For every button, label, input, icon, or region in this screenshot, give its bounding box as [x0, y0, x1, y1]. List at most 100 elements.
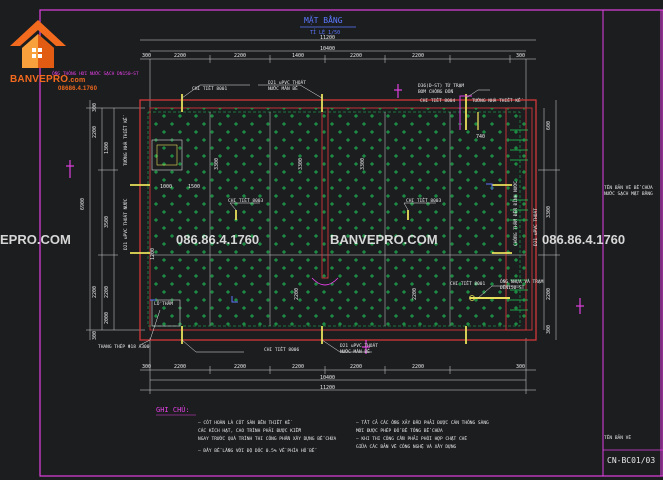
drawing-scale: TỈ LỆ 1/50 — [310, 30, 341, 36]
pipe-lower-right-end — [469, 295, 475, 301]
dim-bot-seg-2: 2200 — [174, 364, 187, 370]
tank-outer-wall — [139, 99, 537, 341]
dim-inner-3: 3300 — [214, 157, 220, 170]
label-pipe-top-mid: D21 uPVC THOÁT NƯỚC MÀN BÊ — [268, 81, 306, 92]
dim-left-inner-3: 2200 — [104, 285, 110, 298]
dim-left-inner-4: 2000 — [104, 311, 110, 324]
notes-heading: GHI CHÚ: — [156, 406, 190, 414]
label-left-pipe: D21 uPVC THOÁT NƯỚC — [124, 198, 129, 250]
note-item-4: – ĐÂY BỂ LẮNG VỚI ĐỘ DỐC 0.5% VỀ PHÍA HỐ… — [198, 449, 315, 454]
section-markers — [66, 84, 584, 354]
notes-left-column: – CỐT HOÀN LÀ CỐT SÀN BÊN THIẾT KẾ CÁC K… — [198, 420, 348, 456]
label-detail-mid-left: CHI TIẾT 8003 — [228, 199, 264, 204]
dim-top-seg-7: 300 — [516, 53, 526, 59]
label-detail-lower-right: CHI TIẾT 8001 — [450, 282, 486, 287]
note-item-7: – KHI THI CÔNG CẦN PHẢI PHỐI HỢP CHẶT CH… — [356, 437, 468, 442]
label-pipe-lower-right: ỐNG NHỰA VÀ TRẠM ĐẾN150–ST — [500, 280, 544, 291]
dim-left-outer-2: 2200 — [92, 125, 98, 138]
label-right-block: TÊN BẢN VẼ BỂ CHỨA NƯỚC SẠCH MẶT BẰNG — [604, 186, 653, 197]
partition-wall — [321, 107, 329, 279]
dim-left-inner-1: 1300 — [104, 141, 110, 154]
dim-top-inner: 10400 — [320, 46, 336, 52]
dim-right-2: 3300 — [546, 205, 552, 218]
left-dimension-lines — [86, 100, 145, 340]
dim-top-seg-4: 1400 — [292, 53, 305, 59]
logo-phone: 08686.4.1760 — [58, 86, 98, 92]
note-item-3: NGAY TRƯỚC QUÁ TRÌNH THI CÔNG PHẦN XÂY D… — [198, 437, 337, 442]
label-pipe-top-right: D36(D–ST) TỪ TRẠM BƠM CHỐNG ĐỐN — [418, 84, 465, 95]
label-detail-top-right: CHI TIẾT 8004 — [420, 99, 456, 104]
dim-left-outer-3: 6900 — [80, 197, 86, 210]
right-wall-extension — [505, 107, 533, 331]
watermark-brand-left: EPRO.COM — [0, 232, 71, 247]
banvepro-logo — [8, 18, 98, 98]
manhole-bottom — [151, 299, 181, 327]
ladder-rungs — [510, 129, 528, 311]
dim-inner-5: 2200 — [294, 287, 300, 300]
label-right-pipe2: D21 uPVC THOÁT — [534, 208, 539, 246]
label-pipe-top-left: ỐNG THÔNG HƠI NƯỚC SẠCH DN150–ST — [52, 72, 139, 77]
pipe-stubs — [130, 94, 512, 344]
dim-top-seg-2: 2200 — [174, 53, 187, 59]
inlet-pipe — [459, 95, 472, 130]
dim-top-seg-3: 2200 — [234, 53, 247, 59]
dim-left-outer-5: 300 — [92, 330, 98, 340]
dim-top-seg-6: 2200 — [412, 53, 425, 59]
interior-grid — [150, 112, 526, 326]
note-item-5: – TẤT CẢ CÁC ỐNG XẢY ĐẦU PHẢI ĐƯỢC CÁN T… — [356, 421, 489, 426]
label-detail-bottom-left: CHI TIẾT 8006 — [264, 348, 300, 353]
note-item-8: GIỮA CÁC BẢN VẼ CÔNG NGHỆ VÀ XÂY DỰNG — [356, 445, 457, 450]
dim-bot-inner: 10400 — [320, 375, 336, 381]
note-item-6: MỚI ĐƯỢC PHÉP ĐỔ BÊ TÔNG BỂ CHỨA — [356, 429, 443, 434]
top-dimension-lines — [140, 39, 536, 108]
leader-lines — [139, 84, 520, 353]
notes-right-column: – TẤT CẢ CÁC ỐNG XẢY ĐẦU PHẢI ĐƯỢC CÁN T… — [356, 420, 516, 452]
dim-bot-seg-7: 300 — [516, 364, 526, 370]
label-wall-right: TƯỜNG NHÀ THIẾT KẾ — [472, 99, 521, 104]
sheet-frame-title-block — [602, 9, 662, 477]
dim-bot-seg-3: 2200 — [234, 364, 247, 370]
dim-inner-2: 1500 — [188, 184, 201, 190]
drawing-title: MẶT BẰNG — [304, 16, 343, 25]
label-detail-mid-right: CHI TIẾT 8003 — [406, 199, 442, 204]
dim-bot-seg-1: 300 — [142, 364, 152, 370]
dim-right-4: 300 — [546, 324, 552, 334]
label-ladder: THANG THÉP Φ18 A300 — [98, 345, 150, 350]
dim-top-seg-1: 300 — [142, 53, 152, 59]
dim-bot-total: 11200 — [320, 385, 336, 391]
dim-left-outer-4: 2200 — [92, 285, 98, 298]
sheet-frame-outer — [39, 9, 663, 477]
manhole-top — [151, 139, 183, 171]
dim-top-seg-5: 2200 — [350, 53, 363, 59]
slope-markers — [150, 183, 493, 303]
tank-floor-hatch — [150, 108, 526, 330]
dim-bot-seg-4: 2200 — [292, 364, 305, 370]
dim-left-inner-2: 3500 — [104, 215, 110, 228]
dim-inner-9: 3300 — [298, 157, 304, 170]
dim-inner-8: 740 — [476, 134, 486, 140]
dim-inner-4: 3300 — [360, 157, 366, 170]
dim-bot-seg-6: 2200 — [412, 364, 425, 370]
dim-right-1: 600 — [546, 120, 552, 130]
house-logo-icon — [10, 20, 66, 68]
note-item-2: CÁC KÍCH HẠT, CAO TRÌNH PHẢI ĐƯỢC KIỂM — [198, 429, 301, 434]
dim-inner-7: 1200 — [150, 247, 156, 260]
watermark-brand: BANVEPRO.COM — [330, 232, 438, 247]
label-pipe-bottom: D21 uPVC THOÁT NƯỚC MÀN BÊ — [340, 344, 378, 355]
right-dimension-lines — [538, 100, 560, 340]
dim-bot-seg-5: 2200 — [350, 364, 363, 370]
label-manhole: LỖ THĂM — [154, 302, 173, 307]
manhole-top-inner — [156, 144, 178, 166]
bottom-dimension-lines — [140, 338, 536, 394]
label-right-pipe: CHỐNG THẤM ĐẾN ĐỈNH NƯỚC — [514, 180, 519, 246]
logo-brand: BANVEPRO.com — [10, 74, 86, 85]
note-item-1: – CỐT HOÀN LÀ CỐT SÀN BÊN THIẾT KẾ — [198, 421, 291, 426]
partition-opening — [311, 277, 339, 286]
dim-right-3: 2200 — [546, 287, 552, 300]
label-detail-top-left: CHI TIẾT 8001 — [192, 87, 228, 92]
dim-left-outer-1: 300 — [92, 102, 98, 112]
watermark-phone-2: 086.86.4.1760 — [542, 232, 626, 247]
dim-inner-6: 2200 — [412, 287, 418, 300]
label-right-block2: TÊN BẢN VẼ — [604, 436, 632, 441]
dim-inner-1: 1000 — [160, 184, 173, 190]
